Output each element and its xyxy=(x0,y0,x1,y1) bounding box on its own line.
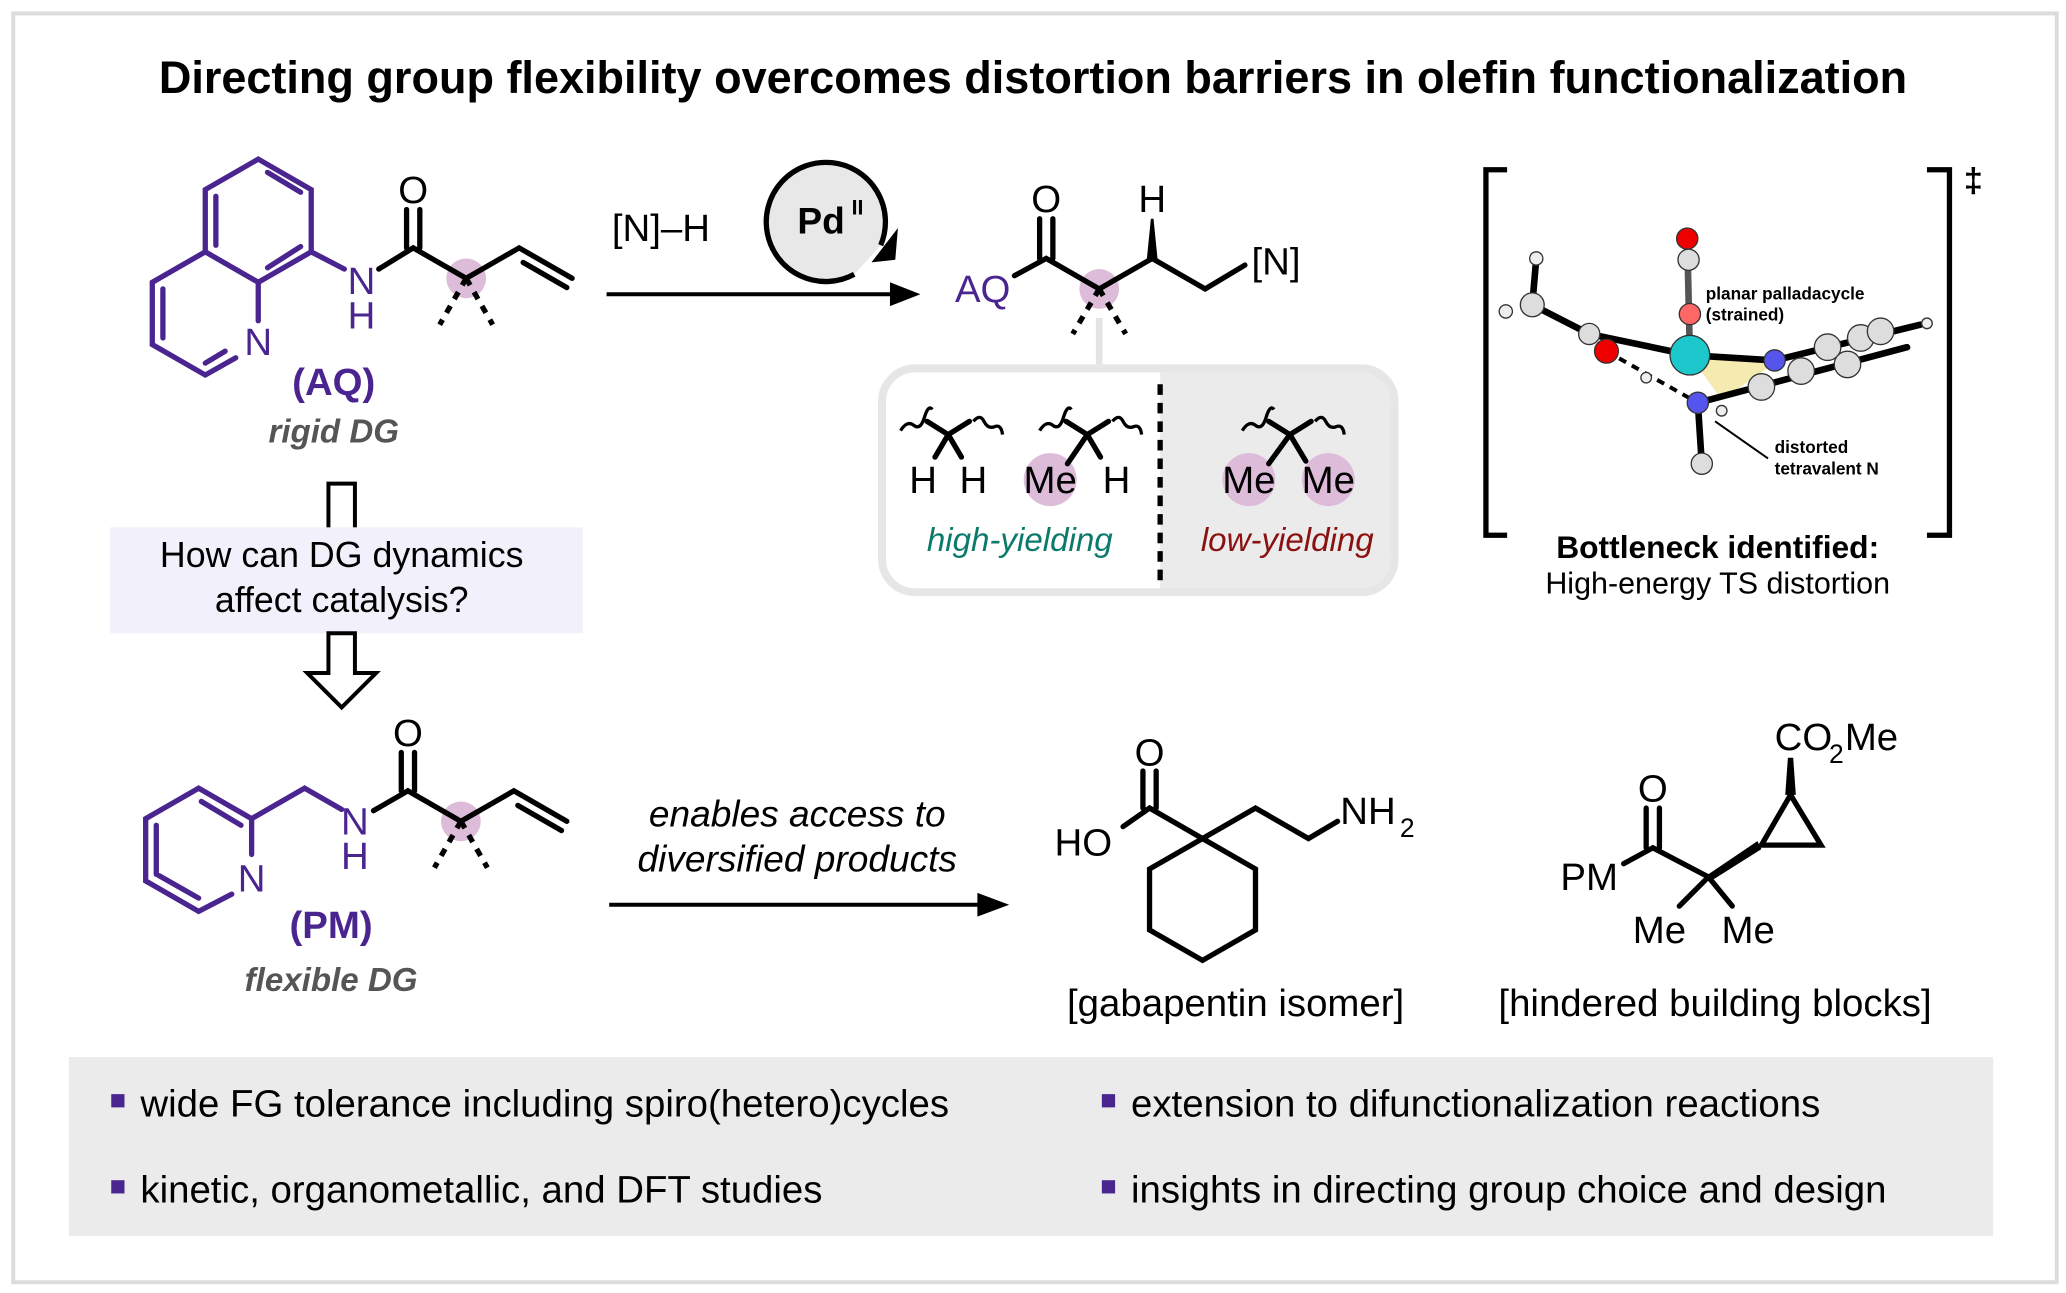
title: Directing group flexibility overcomes di… xyxy=(159,52,1907,103)
ts-annotation2-0: distorted xyxy=(1775,437,1849,457)
product-amine: [N] xyxy=(1252,240,1301,283)
hindered-ester_sub: 2 xyxy=(1829,739,1844,769)
hindered-PM: PM xyxy=(1560,856,1618,899)
product-structure: AQ H O [N] xyxy=(955,178,1301,365)
reagent-nh: [N]–H xyxy=(612,207,710,250)
pm-sublabel: flexible DG xyxy=(245,962,418,999)
scope-high-groups-1-1: H xyxy=(1103,459,1131,502)
ts-annotation1-1: (strained) xyxy=(1706,305,1784,325)
gabapentin-HO: HO xyxy=(1055,822,1113,865)
bullet-item: extension to difunctionalization reactio… xyxy=(1131,1083,1820,1126)
bullet-item: insights in directing group choice and d… xyxy=(1131,1169,1886,1212)
summary-panel: wide FG tolerance including spiro(hetero… xyxy=(68,1057,1994,1236)
aq-o: O xyxy=(398,169,428,212)
aq-sublabel: rigid DG xyxy=(268,414,399,451)
gabapentin-NH2_sub: 2 xyxy=(1400,813,1415,843)
hindered-ester: CO xyxy=(1775,716,1833,759)
product-H: H xyxy=(1138,178,1166,221)
product-aq: AQ xyxy=(955,268,1010,311)
aq-amide-h: H xyxy=(348,295,376,338)
high-yielding-label: high-yielding xyxy=(927,522,1113,559)
pm-label: (PM) xyxy=(290,904,373,947)
hindered-building-block-structure: O PM Me Me CO 2 Me [hindered building bl… xyxy=(1498,716,1931,1025)
reaction2-text-0: enables access to xyxy=(649,793,946,835)
pd-label: Pd xyxy=(797,199,844,241)
ts-caption: High-energy TS distortion xyxy=(1545,567,1890,601)
hindered-caption: [hindered building blocks] xyxy=(1498,982,1931,1025)
low-yielding-label: low-yielding xyxy=(1201,522,1374,559)
aq-ring-n: N xyxy=(244,321,272,364)
pm-atoms-ringN: N xyxy=(238,858,266,901)
aq-amide-n: N xyxy=(348,260,376,303)
bullet-icon xyxy=(1101,1094,1116,1108)
ts-annotation1-0: planar palladacycle xyxy=(1706,284,1865,304)
question-1: affect catalysis? xyxy=(215,580,469,620)
pm-atoms-N: N xyxy=(341,801,369,844)
bullet-icon xyxy=(1101,1180,1116,1194)
hindered-Me2: Me xyxy=(1721,909,1774,952)
gabapentin-isomer-structure: O HO NH 2 [gabapentin isomer] xyxy=(1055,732,1415,1025)
scope-high-groups-0-0: H xyxy=(909,459,937,502)
transition-state-model: ‡ planar palladacycle (strained) distort… xyxy=(1483,162,1983,601)
aq-label: (AQ) xyxy=(292,361,375,404)
pm-structure: N N H O xyxy=(143,712,570,915)
aq-structure: N N H O xyxy=(149,156,575,379)
hindered-Me1: Me xyxy=(1633,909,1686,952)
gabapentin-caption: [gabapentin isomer] xyxy=(1067,982,1404,1025)
double-dagger: ‡ xyxy=(1964,162,1983,200)
pd-catalyst-cycle-icon: Pd II xyxy=(763,159,898,285)
hindered-ester_end: Me xyxy=(1845,716,1898,759)
hindered-O: O xyxy=(1638,767,1668,810)
pd-oxidation-state: II xyxy=(852,197,864,220)
pm-atoms-H: H xyxy=(341,835,369,878)
scope-high-groups-1-0: Me xyxy=(1024,459,1077,502)
bullet-item: wide FG tolerance including spiro(hetero… xyxy=(139,1083,949,1126)
bullet-icon xyxy=(111,1094,125,1108)
gabapentin-NH2: NH xyxy=(1340,790,1395,833)
question-panel: How can DG dynamics affect catalysis? xyxy=(109,481,583,711)
gabapentin-O: O xyxy=(1135,732,1165,775)
scope-high-groups-0-1: H xyxy=(960,459,988,502)
reaction2-text-1: diversified products xyxy=(638,838,957,880)
scope-low-groups-0-0: Me xyxy=(1222,459,1275,502)
substitution-scope-panel: H H Me H Me Me high-yielding low-yieldin… xyxy=(878,364,1399,597)
ts-annotation2-1: tetravalent N xyxy=(1775,458,1879,478)
bullet-item: kinetic, organometallic, and DFT studies xyxy=(140,1169,822,1212)
question-0: How can DG dynamics xyxy=(160,535,524,575)
bullet-icon xyxy=(111,1180,125,1194)
ts-caption-bold: Bottleneck identified: xyxy=(1556,529,1879,565)
product-O: O xyxy=(1031,178,1061,221)
pm-atoms-O: O xyxy=(393,712,423,755)
scope-low-groups-0-1: Me xyxy=(1302,459,1355,502)
